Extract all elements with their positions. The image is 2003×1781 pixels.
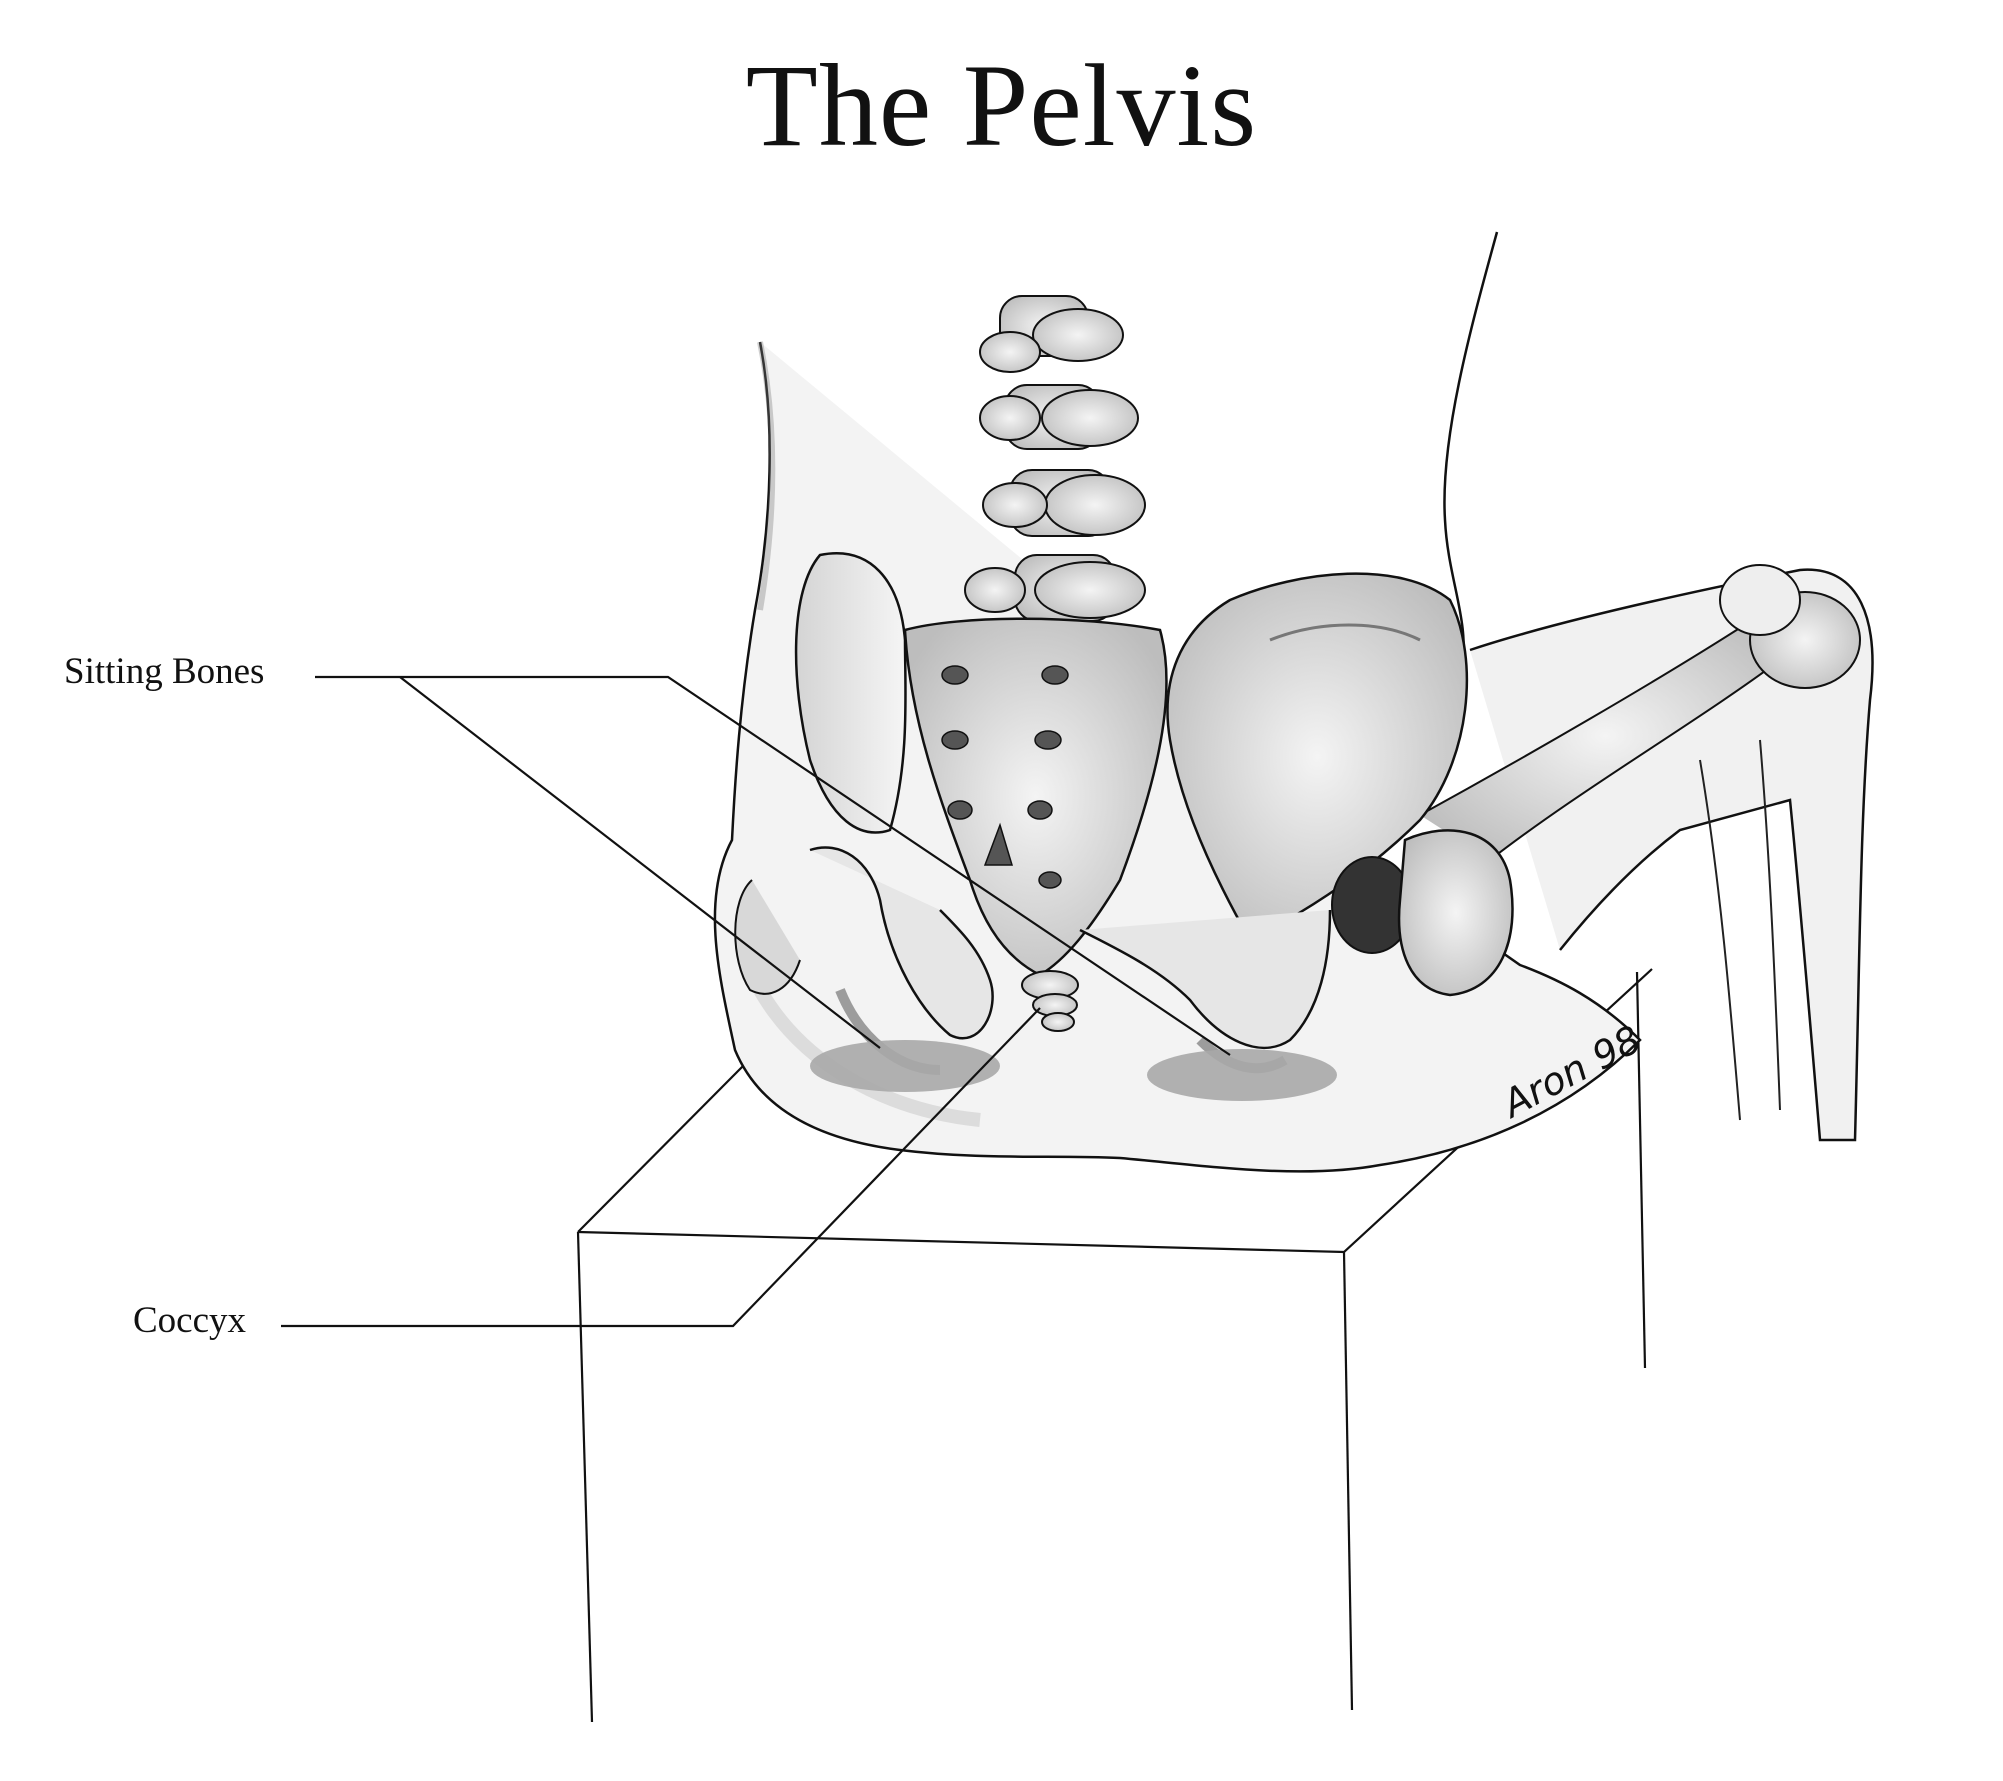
coccyx-bone <box>1021 970 1079 1032</box>
sitting-bones-leader-lines <box>315 675 1231 1056</box>
sacrum <box>903 617 1168 977</box>
sitting-bone-contact-patches <box>810 1040 1337 1101</box>
thigh-leg <box>1419 564 1874 1142</box>
femoral-head <box>1331 829 1514 997</box>
label-sitting-bones: Sitting Bones <box>64 651 265 692</box>
iliac-crest-left <box>794 552 907 834</box>
coccyx-leader-line <box>281 1007 1041 1328</box>
page-title: The Pelvis <box>745 40 1258 171</box>
label-coccyx: Coccyx <box>133 1300 247 1341</box>
lumbar-spine <box>964 295 1146 622</box>
